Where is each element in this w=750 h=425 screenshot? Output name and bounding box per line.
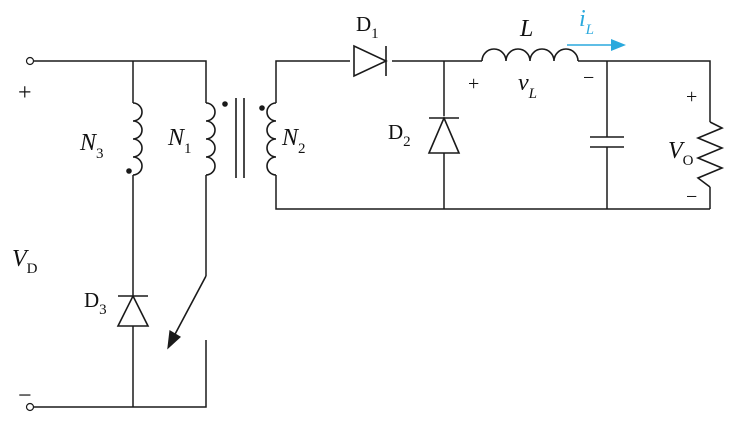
d2-diode-icon xyxy=(427,115,461,154)
inductor-current-arrow xyxy=(567,39,626,51)
n3-winding xyxy=(126,100,143,178)
inductor-coil-icon xyxy=(481,48,579,62)
resistor-icon xyxy=(695,121,725,188)
n3-symbol: N xyxy=(79,130,98,156)
n2-symbol: N xyxy=(281,125,300,151)
d3-label: D3 xyxy=(84,288,107,318)
n1-winding xyxy=(205,100,228,178)
n1-symbol: N xyxy=(167,125,186,151)
input-voltage-symbol: V xyxy=(12,246,29,272)
input-wiring xyxy=(34,60,207,408)
inductor-current-subscript: L xyxy=(585,22,594,38)
d1-diode-icon xyxy=(353,44,388,78)
n3-polarity-dot xyxy=(126,168,132,174)
inductor-voltage-symbol: v xyxy=(518,70,529,96)
d3-subscript: 3 xyxy=(99,302,107,318)
n1-subscript: 1 xyxy=(184,141,192,157)
inductor-label: L xyxy=(519,16,533,42)
inductor-plus-sign: + xyxy=(468,73,479,95)
input-minus-sign: − xyxy=(18,383,32,409)
d1-label: D1 xyxy=(356,12,379,42)
output-voltage-subscript: O xyxy=(683,153,694,169)
n2-polarity-dot xyxy=(259,105,265,111)
input-terminal-top xyxy=(25,56,35,66)
d1-symbol: D xyxy=(356,12,371,36)
input-terminals xyxy=(25,56,35,412)
d3-diode-icon xyxy=(116,290,150,327)
n3-subscript: 3 xyxy=(96,146,104,162)
input-plus-sign: + xyxy=(18,80,32,106)
output-minus-sign: − xyxy=(686,186,697,208)
output-voltage-symbol: V xyxy=(668,138,685,164)
n1-polarity-dot xyxy=(222,101,228,107)
d2-subscript: 2 xyxy=(403,134,411,150)
n2-winding xyxy=(259,102,277,176)
inductor-voltage-subscript: L xyxy=(528,86,537,102)
d2-symbol: D xyxy=(388,120,403,144)
n2-subscript: 2 xyxy=(298,141,306,157)
input-terminal-bottom xyxy=(25,402,35,412)
inductor-current-label: iL xyxy=(579,6,594,38)
output-plus-sign: + xyxy=(686,86,697,108)
d3-symbol: D xyxy=(84,288,99,312)
inductor-minus-sign: − xyxy=(583,67,594,89)
transformer-core-icon xyxy=(235,98,245,178)
output-wiring xyxy=(275,60,711,210)
capacitor-icon xyxy=(590,136,624,148)
d2-label: D2 xyxy=(388,120,411,150)
n2-label: N2 xyxy=(281,125,306,157)
d1-subscript: 1 xyxy=(371,26,379,42)
n1-label: N1 xyxy=(167,125,192,157)
inductor-current-symbol: i xyxy=(579,6,586,32)
input-voltage-label: VD xyxy=(12,246,38,277)
input-voltage-subscript: D xyxy=(27,261,38,277)
output-voltage-label: VO xyxy=(668,138,694,169)
inductor-voltage-label: vL xyxy=(518,70,537,102)
n3-label: N3 xyxy=(79,130,104,162)
switch-icon xyxy=(167,275,207,350)
